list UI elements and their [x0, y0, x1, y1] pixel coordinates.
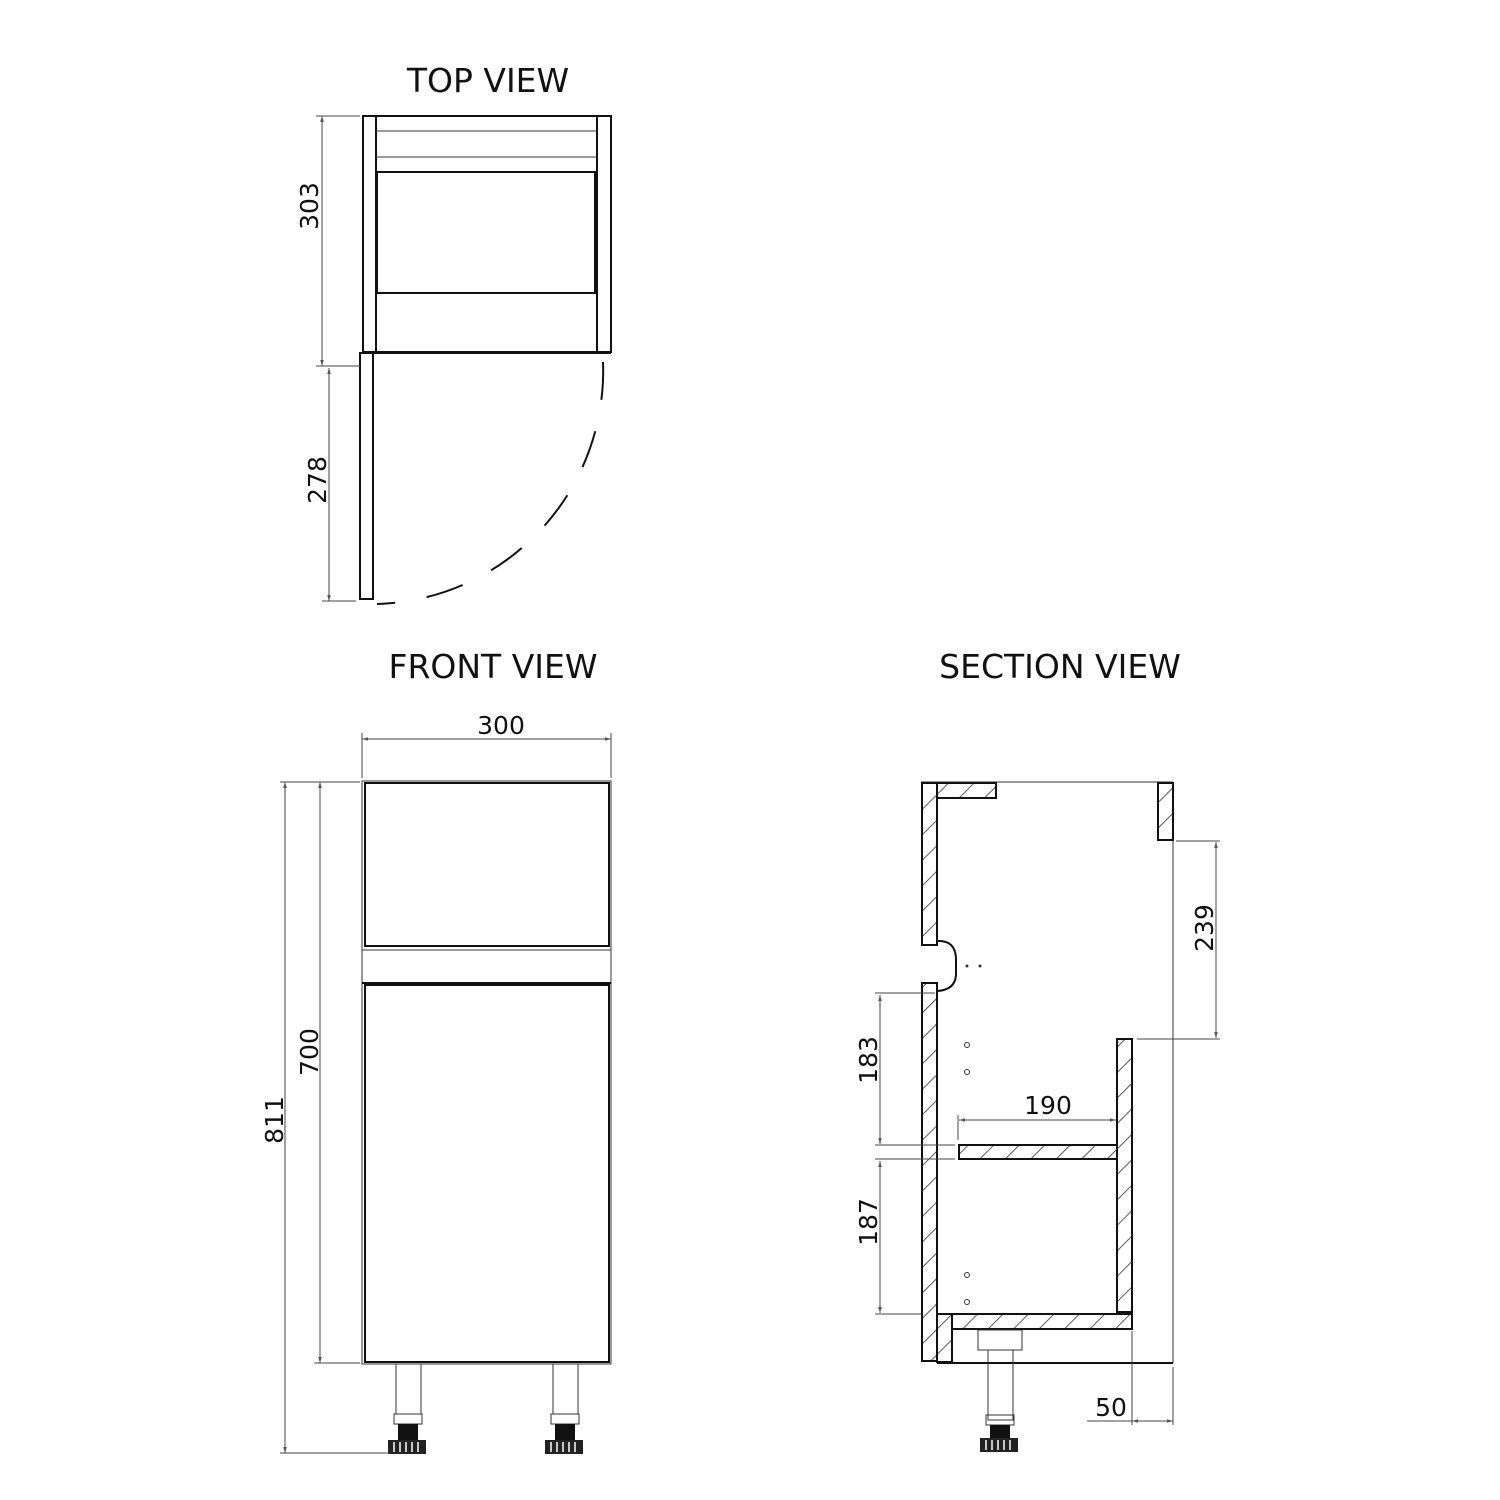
top-drawer-outline [376, 171, 596, 294]
dim-upper-opening-239: 239 [1190, 904, 1219, 952]
door-swing-arc [376, 361, 605, 605]
dim-shelf-depth-190: 190 [1024, 1091, 1072, 1120]
section-side-back [1116, 1038, 1133, 1313]
front-door [364, 984, 610, 1363]
top-cabinet-outline [362, 115, 612, 353]
front-leg-right [545, 1363, 583, 1454]
section-door-front [921, 982, 938, 1362]
dim-width-300: 300 [477, 711, 525, 740]
section-bottom-panel [951, 1313, 1133, 1330]
dim-carcass-700: 700 [295, 1028, 324, 1076]
section-drawer-front [921, 782, 938, 946]
front-leg-left [388, 1363, 426, 1454]
section-top-rail-back [1157, 782, 1174, 841]
front-carcass [361, 780, 612, 1365]
handle [936, 939, 957, 992]
section-view-title: SECTION VIEW [939, 647, 1181, 686]
front-view: FRONT VIEW 300 [260, 647, 612, 1454]
front-view-title: FRONT VIEW [388, 647, 597, 686]
dim-back-offset-50: 50 [1095, 1393, 1127, 1422]
front-drawer [364, 782, 610, 947]
section-shelf [958, 1144, 1118, 1160]
dim-lower-gap-187: 187 [854, 1198, 883, 1246]
top-view: TOP VIEW 303 278 [295, 61, 612, 605]
dim-upper-gap-183: 183 [854, 1036, 883, 1084]
section-view: SECTION VIEW [854, 647, 1220, 1452]
dim-depth-303: 303 [295, 182, 324, 230]
top-view-title: TOP VIEW [406, 61, 569, 100]
section-top-rail-front [936, 782, 997, 799]
section-leg [977, 1329, 1023, 1452]
section-kickboard [936, 1313, 953, 1363]
dim-overall-811: 811 [260, 1096, 289, 1144]
top-door-open [359, 352, 374, 600]
dim-door-swing-278: 278 [303, 456, 332, 504]
